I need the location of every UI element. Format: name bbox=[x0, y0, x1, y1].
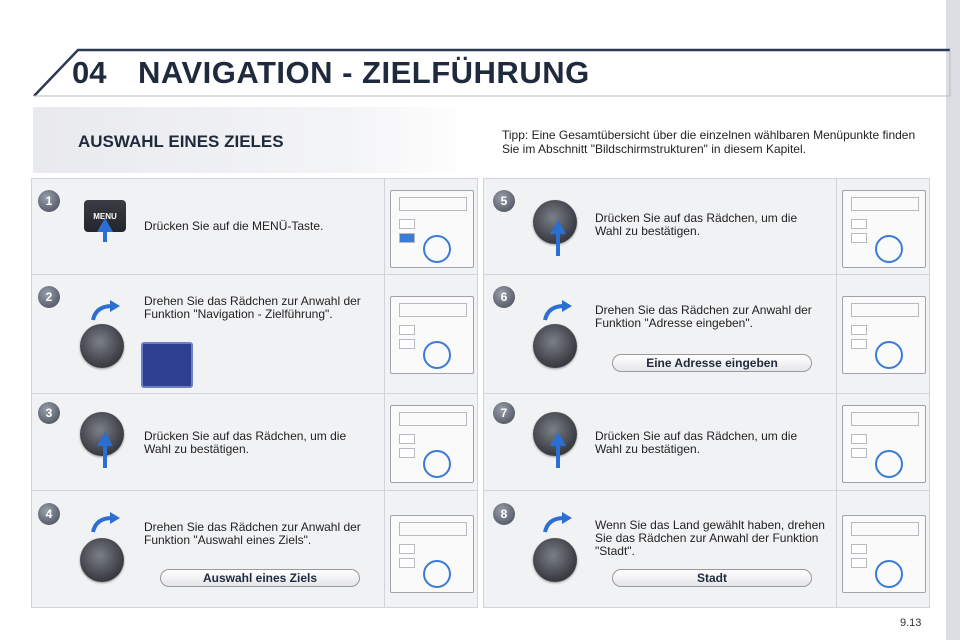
step-number-badge: 7 bbox=[493, 402, 515, 424]
step-5-text: Drücken Sie auf das Rädchen, um die Wahl… bbox=[595, 211, 798, 238]
section-header-bg bbox=[33, 107, 475, 173]
step-number-badge: 2 bbox=[38, 286, 60, 308]
rotary-knob-icon bbox=[80, 538, 124, 582]
radio-control-panel-icon bbox=[390, 296, 474, 374]
rotate-arrow-icon bbox=[91, 512, 120, 533]
step-number-badge: 8 bbox=[493, 503, 515, 525]
step-number-badge: 4 bbox=[38, 503, 60, 525]
step-number-badge: 1 bbox=[38, 190, 60, 212]
menu-option-pill: Eine Adresse eingeben bbox=[612, 354, 812, 372]
step-7-text: Drücken Sie auf das Rädchen, um die Wahl… bbox=[595, 429, 798, 456]
right-edge-bar bbox=[946, 0, 960, 640]
press-arrow-head-icon bbox=[550, 432, 566, 446]
step-number-badge: 5 bbox=[493, 190, 515, 212]
press-arrow-head-icon bbox=[550, 220, 566, 234]
press-arrow-icon bbox=[103, 444, 107, 468]
press-arrow-head-icon bbox=[97, 218, 113, 232]
radio-control-panel-icon bbox=[390, 190, 474, 268]
step-number-badge: 3 bbox=[38, 402, 60, 424]
menu-option-pill: Stadt bbox=[612, 569, 812, 587]
step-3-text: Drücken Sie auf das Rädchen, um die Wahl… bbox=[144, 429, 347, 456]
press-arrow-head-icon bbox=[97, 432, 113, 446]
step-8-text: Wenn Sie das Land gewählt haben, drehen … bbox=[595, 518, 825, 558]
rotary-knob-icon bbox=[533, 538, 577, 582]
press-arrow-icon bbox=[103, 230, 107, 242]
dpad-icon bbox=[141, 342, 193, 388]
section-title: AUSWAHL EINES ZIELES bbox=[78, 132, 284, 151]
chapter-number: 04 bbox=[72, 55, 107, 90]
menu-option-pill: Auswahl eines Ziels bbox=[160, 569, 360, 587]
radio-control-panel-icon bbox=[390, 515, 474, 593]
rotary-knob-icon bbox=[80, 324, 124, 368]
step-4-text: Drehen Sie das Rädchen zur Anwahl der Fu… bbox=[144, 520, 361, 547]
page-number: 9.13 bbox=[900, 617, 922, 629]
step-6-text: Drehen Sie das Rädchen zur Anwahl der Fu… bbox=[595, 303, 812, 330]
radio-control-panel-icon bbox=[842, 296, 926, 374]
header-frame bbox=[33, 48, 951, 97]
radio-control-panel-icon bbox=[842, 515, 926, 593]
chapter-title: NAVIGATION - ZIELFÜHRUNG bbox=[138, 55, 590, 90]
tip-text: Tipp: Eine Gesamtübersicht über die einz… bbox=[502, 128, 916, 156]
step-2-text: Drehen Sie das Rädchen zur Anwahl der Fu… bbox=[144, 294, 361, 321]
press-arrow-icon bbox=[556, 444, 560, 468]
rotate-arrow-icon bbox=[543, 512, 572, 533]
press-arrow-icon bbox=[556, 232, 560, 256]
radio-control-panel-icon bbox=[842, 405, 926, 483]
radio-control-panel-icon bbox=[390, 405, 474, 483]
rotate-arrow-icon bbox=[543, 300, 572, 321]
rotate-arrow-icon bbox=[91, 300, 120, 321]
radio-control-panel-icon bbox=[842, 190, 926, 268]
rotary-knob-icon bbox=[533, 324, 577, 368]
step-number-badge: 6 bbox=[493, 286, 515, 308]
step-1-text: Drücken Sie auf die MENÜ-Taste. bbox=[144, 219, 324, 233]
